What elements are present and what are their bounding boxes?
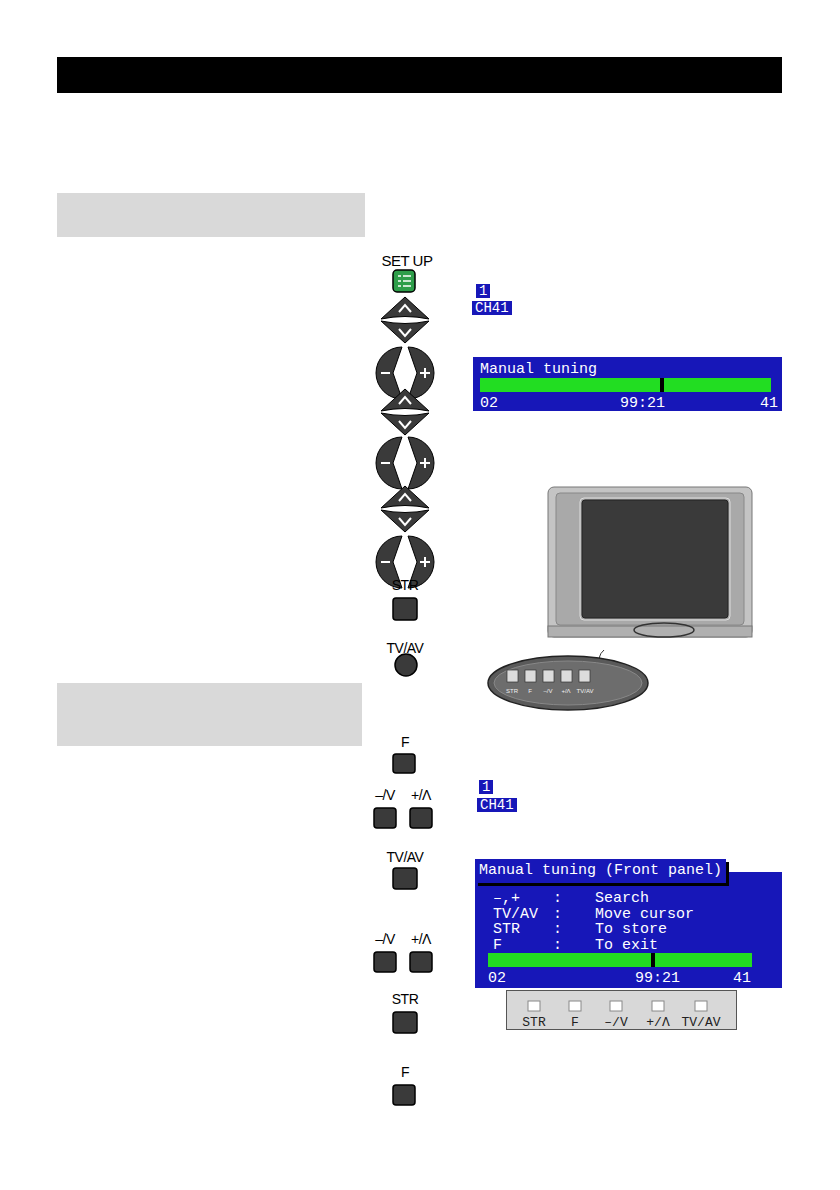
down-mark [399,518,411,525]
up-button [381,297,429,319]
osd-text: 02 [488,971,506,986]
button-label: +/Λ [411,788,431,802]
plus-mark [420,557,430,567]
panel-label: –/V [543,688,552,694]
square-button [393,1085,415,1105]
plus-button [408,347,434,399]
osd-text: To store [595,922,667,937]
up-mark [399,305,411,312]
osd-text: F [493,938,502,953]
panel-label: +/Λ [561,688,570,694]
down-mark [399,421,411,428]
osd-text: 99:21 [620,396,665,411]
osd-text: –,+ [493,891,520,906]
square-button [410,952,432,972]
osd-highlight: 1 [479,780,493,794]
header-bar [57,57,782,93]
osd-text: 41 [733,971,751,986]
panel-key [610,1001,622,1011]
minus-mark [381,462,390,464]
minus-mark [381,561,390,563]
minus-button [376,347,402,399]
button-label: F [401,735,409,749]
button-label: –/V [375,788,395,802]
plus-button [408,437,434,489]
osd-text: TV/AV [493,907,538,922]
panel-key-label: +/Λ [646,1016,669,1029]
section-band [57,193,365,237]
button-label: +/Λ [411,932,431,946]
square-button [393,754,415,773]
button-label: TV/AV [387,850,424,864]
down-button [381,321,429,343]
level-marker [660,378,664,392]
button-label: F [401,1065,409,1079]
osd-text: Search [595,891,649,906]
down-mark [399,329,411,336]
square-button [393,868,417,889]
button-label: –/V [375,932,395,946]
button-label: SET UP [382,253,433,268]
osd-text: 02 [480,396,498,411]
down-button [381,413,429,435]
panel-key-label: STR [522,1016,545,1029]
level-marker [651,953,655,967]
remote-buttons [374,297,434,1105]
panel-key [695,1001,707,1011]
level-bar [488,953,752,967]
front-panel-strip: STR F –/V +/Λ TV/AV [506,990,737,1030]
up-mark [399,397,411,404]
panel-key-label: F [571,1016,579,1029]
panel-key [569,1001,581,1011]
up-mark [399,494,411,501]
plus-mark [420,368,430,378]
plus-mark [420,458,430,468]
osd-text: Move cursor [595,907,694,922]
button-label: STR [392,578,419,592]
setup-button [393,270,415,292]
osd-text: Manual tuning [480,362,597,377]
square-button [393,598,417,620]
minus-mark [381,372,390,374]
panel-label: TV/AV [577,688,594,694]
osd-box: Manual tuning (Front panel)–,+:SearchTV/… [475,872,782,988]
up-button [381,389,429,411]
osd-text: : [553,938,562,953]
osd-highlight: 1 [476,284,490,298]
panel-key-label: TV/AV [681,1016,720,1029]
osd-text: 41 [760,396,778,411]
panel-key-label: –/V [604,1016,627,1029]
round-button [395,654,417,676]
osd-text: : [553,922,562,937]
square-button [410,808,432,828]
section-band [57,683,362,746]
button-label: TV/AV [387,641,424,655]
panel-key [528,1001,540,1011]
level-bar [480,378,771,392]
osd-text: To exit [595,938,658,953]
square-button [393,1012,417,1033]
down-button [381,510,429,532]
osd-highlight: CH41 [477,798,517,812]
button-label: STR [392,992,419,1006]
panel-label: F [528,688,532,694]
panel-label: STR [506,688,518,694]
minus-button [376,437,402,489]
tv-illustration [488,487,752,710]
panel-key [652,1001,664,1011]
osd-title: Manual tuning (Front panel) [475,859,726,883]
osd-text: 99:21 [635,971,680,986]
up-button [381,486,429,508]
osd-highlight: CH41 [472,301,512,315]
osd-text: : [553,907,562,922]
osd-box: Manual tuning 02 99:21 41 [473,357,782,411]
square-button [374,952,396,972]
osd-text: STR [493,922,520,937]
square-button [374,808,396,828]
osd-text: : [553,891,562,906]
